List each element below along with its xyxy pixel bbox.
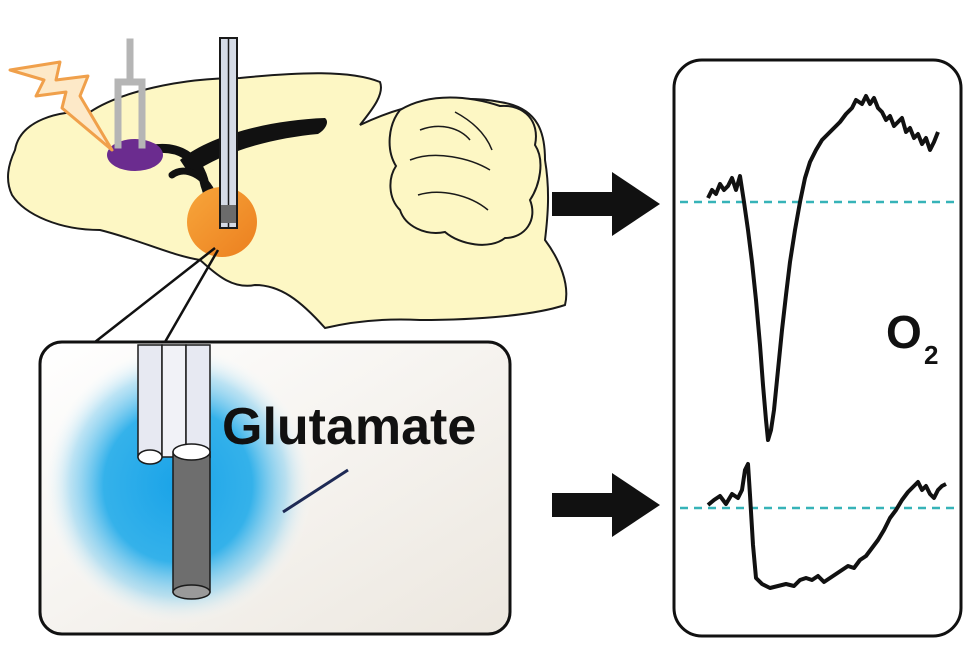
stimulating-electrode-icon: [114, 38, 146, 149]
cerebellum: [388, 96, 542, 246]
recording-probe-icon: [219, 37, 238, 229]
glutamate-pointer: [282, 468, 349, 514]
o2-subscript: 2: [924, 340, 938, 370]
arrow-top-icon: [552, 172, 660, 236]
inset-panel: Glutamate: [38, 340, 512, 636]
glutamate-label: Glutamate: [222, 398, 476, 456]
probe-cluster: [137, 344, 211, 600]
callout-line-left: [94, 247, 216, 343]
fiber-tract: [180, 118, 328, 175]
o2-trace-bottom: [706, 462, 947, 590]
brain-illustration: [7, 37, 568, 343]
cerebellum-folds: [409, 111, 493, 211]
callout-line-right: [163, 249, 220, 343]
o2-label: O: [886, 306, 922, 358]
arrow-bottom-icon: [552, 473, 660, 537]
trace-panel: O 2: [672, 58, 963, 638]
o2-trace-top: [706, 94, 940, 442]
lightning-bolt-icon: [8, 60, 114, 152]
